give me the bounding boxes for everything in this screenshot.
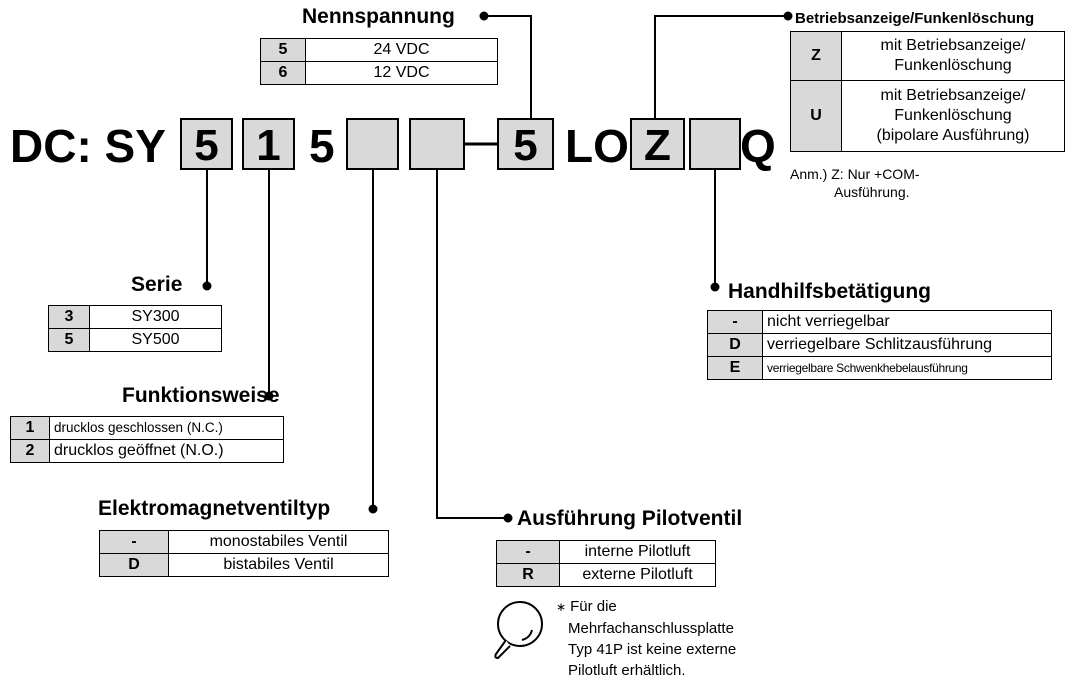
betriebsanzeige-title: Betriebsanzeige/Funkenlöschung	[795, 10, 1035, 27]
dot-ventiltyp	[368, 504, 378, 514]
code-box-indicator: Z	[630, 118, 685, 170]
pilotventil-title: Ausführung Pilotventil	[517, 507, 743, 530]
dot-serie	[202, 281, 212, 291]
betriebsanzeige-note-line2: Ausführung.	[834, 184, 910, 200]
pilot-note: ∗Für die Mehrfachanschlussplatte Typ 41P…	[556, 598, 737, 679]
serie-title: Serie	[131, 273, 183, 296]
dot-funktionsweise	[264, 391, 274, 401]
funktionsweise-title: Funktionsweise	[122, 384, 280, 407]
dot-nennspannung	[479, 11, 489, 21]
table-row: Z mit Betriebsanzeige/ Funkenlöschung	[790, 31, 1065, 81]
code-suffix: Q	[740, 120, 776, 172]
code-fixed-digit: 5	[309, 120, 335, 172]
connector-betriebsanzeige	[654, 15, 785, 118]
betriebsanzeige-table: Z mit Betriebsanzeige/ Funkenlöschung U …	[790, 31, 1065, 152]
table-row: -nicht verriegelbar	[707, 310, 1052, 334]
table-row: -monostabiles Ventil	[99, 530, 389, 554]
handhilfs-title: Handhilfsbetätigung	[728, 280, 931, 303]
betriebsanzeige-note: Anm.) Z: Nur +COM-	[790, 166, 920, 182]
connector-nennspannung	[484, 15, 532, 118]
dot-pilotventil	[503, 513, 513, 523]
connector-pilotventil	[436, 170, 505, 519]
code-box-function: 1	[242, 118, 295, 170]
code-prefix: DC: SY	[10, 120, 166, 172]
table-row: U mit Betriebsanzeige/ Funkenlöschung (b…	[790, 80, 1065, 152]
code-box-pilot	[409, 118, 465, 170]
ventiltyp-title: Elektromagnetventiltyp	[98, 497, 331, 520]
dot-handhilfs	[710, 282, 720, 292]
code-box-series: 5	[180, 118, 233, 170]
table-row: -interne Pilotluft	[496, 540, 716, 564]
magnifier-icon	[494, 601, 543, 660]
code-box-valve-type	[346, 118, 399, 170]
code-box-manual	[689, 118, 741, 170]
dot-betriebsanzeige	[783, 11, 793, 21]
code-box-voltage: 5	[497, 118, 554, 170]
note-asterisk: ∗	[556, 600, 567, 614]
code-lo-text: LO	[565, 120, 629, 172]
nennspannung-title: Nennspannung	[302, 5, 455, 28]
